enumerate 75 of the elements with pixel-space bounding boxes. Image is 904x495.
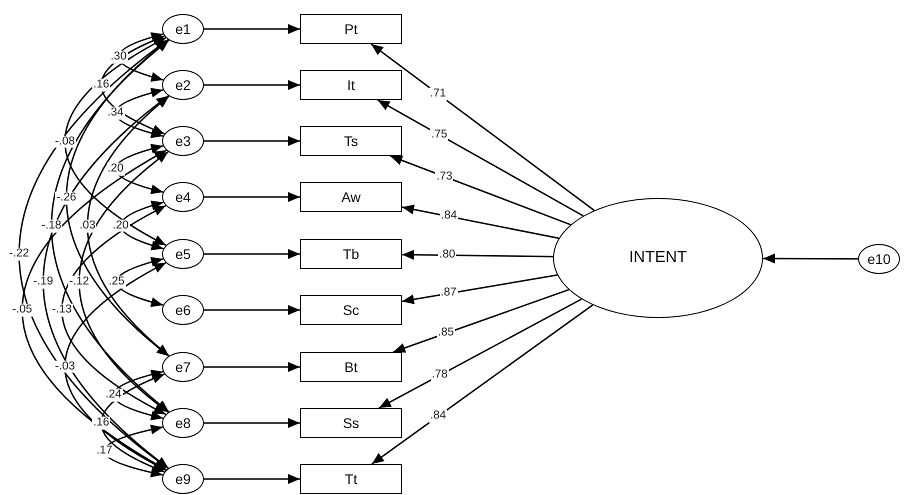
arrow bbox=[204, 80, 300, 90]
edge-label: -.12 bbox=[68, 276, 90, 288]
covariance-arrow bbox=[100, 35, 165, 135]
arrow bbox=[204, 305, 300, 315]
arrow bbox=[402, 204, 559, 240]
arrow bbox=[204, 136, 300, 146]
arrow bbox=[204, 418, 300, 428]
edge-label: -.18 bbox=[40, 220, 62, 232]
edge-label: .17 bbox=[95, 444, 114, 458]
arrow bbox=[204, 24, 300, 34]
variable-box: Tt bbox=[300, 464, 402, 494]
covariance-arrow bbox=[50, 40, 170, 412]
edge-label: .16 bbox=[92, 416, 110, 430]
variable-box: It bbox=[300, 70, 402, 100]
covariance-arrow bbox=[86, 96, 170, 356]
error-term-circle: e8 bbox=[162, 408, 204, 438]
edge-label: -.19 bbox=[32, 276, 54, 288]
edge-label: -.05 bbox=[11, 304, 34, 316]
edge-label: -.03 bbox=[54, 360, 76, 373]
arrow bbox=[371, 304, 594, 465]
error-term-circle: e7 bbox=[162, 352, 204, 382]
error-term-circle: e1 bbox=[162, 14, 204, 44]
edge-label: .85 bbox=[436, 326, 455, 340]
covariance-arrow bbox=[22, 150, 167, 470]
arrow bbox=[393, 288, 570, 353]
error-term-circle: e3 bbox=[162, 126, 204, 156]
arrow bbox=[390, 155, 571, 226]
covariance-arrow bbox=[100, 373, 165, 473]
edge-label: .30 bbox=[110, 50, 128, 64]
error-term-circle: e10 bbox=[858, 244, 900, 274]
covariance-arrow bbox=[78, 151, 169, 413]
edge-label: .20 bbox=[112, 219, 130, 232]
edge-label: .71 bbox=[429, 88, 448, 100]
covariance-arrow bbox=[64, 262, 166, 471]
arrow bbox=[402, 250, 554, 260]
arrow bbox=[370, 43, 595, 211]
edge-label: .24 bbox=[104, 388, 123, 402]
arrow bbox=[204, 474, 300, 484]
edge-label: -.08 bbox=[54, 135, 76, 148]
covariance-arrow bbox=[18, 39, 169, 469]
error-term-circle: e9 bbox=[162, 464, 204, 494]
edge-label: .34 bbox=[106, 106, 125, 120]
error-term-circle: e5 bbox=[162, 239, 204, 269]
arrow bbox=[204, 362, 300, 372]
variable-box: Ts bbox=[300, 126, 402, 156]
arrow bbox=[204, 249, 300, 259]
arrow bbox=[377, 99, 584, 217]
variable-box: Bt bbox=[300, 352, 402, 382]
edge-label: .75 bbox=[430, 128, 448, 142]
variable-box: Sc bbox=[300, 295, 402, 325]
error-term-circle: e4 bbox=[162, 182, 204, 212]
error-term-circle: e2 bbox=[162, 70, 204, 100]
edge-label: -.13 bbox=[51, 304, 73, 316]
arrow bbox=[402, 274, 558, 304]
variable-box: Ss bbox=[300, 408, 402, 438]
covariance-arrow bbox=[64, 37, 166, 246]
variable-box: Tb bbox=[300, 239, 402, 269]
edge-label: .25 bbox=[108, 276, 126, 288]
edge-label: -.26 bbox=[55, 192, 78, 204]
edge-label: .16 bbox=[92, 78, 110, 92]
edge-label: .03 bbox=[78, 220, 96, 232]
edge-label: .84 bbox=[429, 410, 448, 423]
arrow bbox=[378, 298, 582, 409]
error-term-circle: e6 bbox=[162, 295, 204, 325]
covariance-arrow bbox=[42, 95, 169, 469]
edge-label: .73 bbox=[435, 170, 454, 183]
arrow bbox=[763, 254, 858, 264]
latent-variable-ellipse: INTENT bbox=[553, 198, 763, 318]
covariance-arrow bbox=[61, 204, 166, 416]
edge-label: .78 bbox=[430, 369, 449, 382]
edge-label: .20 bbox=[106, 162, 125, 176]
variable-box: Aw bbox=[300, 182, 402, 212]
edge-label: -.22 bbox=[8, 248, 30, 260]
arrow bbox=[204, 192, 300, 202]
variable-box: Pt bbox=[300, 14, 402, 44]
